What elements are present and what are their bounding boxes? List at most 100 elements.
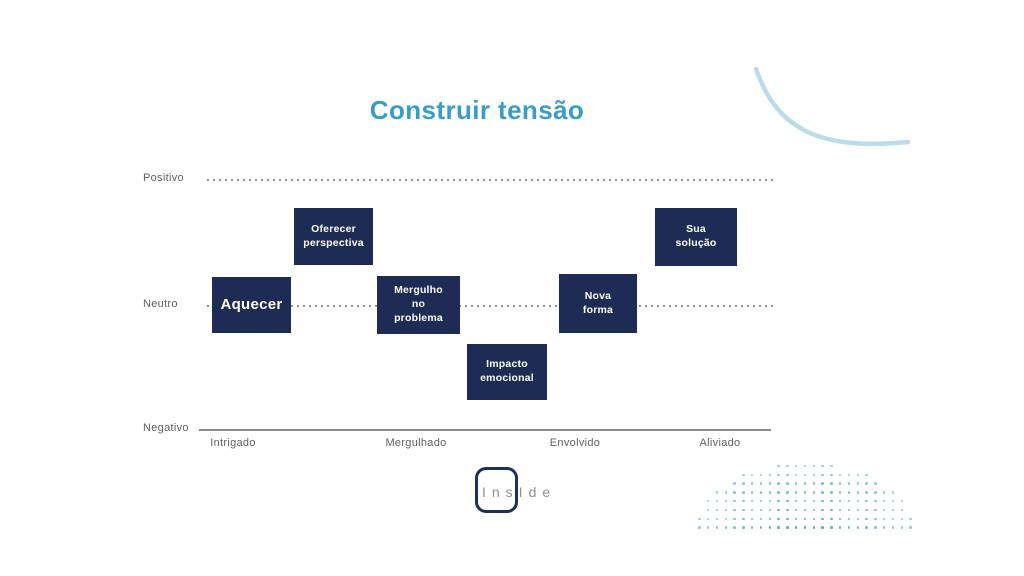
deco-dot	[847, 499, 851, 503]
deco-dot	[786, 473, 789, 477]
deco-dot	[830, 482, 833, 485]
deco-dot	[759, 508, 763, 512]
stage-label-line: Aquecer	[220, 296, 283, 314]
deco-dot	[847, 526, 851, 529]
deco-dot	[794, 508, 798, 512]
deco-dot	[821, 473, 824, 477]
deco-dot	[847, 473, 851, 477]
deco-dot	[812, 508, 816, 512]
deco-dot	[812, 499, 816, 503]
deco-dot	[768, 526, 772, 529]
x-axis-label-aliviado: Aliviado	[699, 437, 741, 449]
deco-dot	[742, 491, 745, 494]
deco-dot	[847, 482, 851, 485]
deco-dot	[882, 526, 886, 529]
deco-dot	[768, 473, 772, 477]
deco-dot	[742, 473, 745, 477]
deco-dot	[750, 491, 754, 494]
stage-label-line: Oferecer	[311, 222, 356, 235]
deco-dot	[698, 517, 701, 521]
deco-dot	[821, 499, 824, 503]
deco-dot	[759, 491, 763, 494]
deco-dot	[865, 482, 868, 485]
deco-dot	[803, 517, 807, 521]
deco-dot	[759, 482, 763, 485]
deco-dot	[812, 517, 816, 521]
deco-dot	[882, 499, 886, 503]
deco-dot	[750, 517, 754, 521]
deco-dot	[777, 464, 780, 468]
deco-dot	[786, 508, 789, 512]
deco-dot	[803, 464, 807, 468]
deco-dot	[812, 491, 816, 494]
deco-dot	[715, 491, 719, 494]
deco-dot	[821, 491, 824, 494]
deco-dot	[856, 499, 860, 503]
deco-dot	[882, 491, 886, 494]
deco-dot	[750, 508, 754, 512]
deco-dot	[777, 508, 780, 512]
deco-dot	[856, 508, 860, 512]
deco-dot	[777, 473, 780, 477]
deco-dot	[724, 526, 728, 529]
stage-label-line: Impacto	[486, 358, 528, 371]
deco-dot	[803, 491, 807, 494]
deco-dot	[786, 526, 789, 529]
deco-dot	[856, 517, 860, 521]
deco-dot	[891, 499, 895, 503]
x-axis-label-intrigado: Intrigado	[210, 437, 256, 449]
deco-dot	[750, 473, 754, 477]
deco-dot	[794, 473, 798, 477]
stage-label-line: perspectiva	[303, 236, 364, 249]
deco-dot	[724, 508, 728, 512]
deco-dot	[786, 482, 789, 485]
deco-dot	[794, 491, 798, 494]
x-axis-label-envolvido: Envolvido	[549, 437, 601, 449]
deco-dot	[874, 517, 877, 521]
deco-dot	[803, 508, 807, 512]
deco-dot	[794, 499, 798, 503]
deco-dot	[724, 517, 728, 521]
deco-dot	[742, 526, 745, 529]
positivo-line	[207, 179, 773, 181]
stage-label-line: forma	[582, 303, 614, 316]
deco-dot	[812, 482, 816, 485]
deco-dot	[821, 508, 824, 512]
deco-dot	[794, 482, 798, 485]
y-axis-label-negativo: Negativo	[143, 422, 189, 434]
deco-dot	[733, 482, 736, 485]
deco-dot	[715, 499, 719, 503]
deco-dot	[794, 464, 798, 468]
deco-dot	[891, 508, 895, 512]
deco-dot	[706, 508, 710, 512]
deco-dot	[830, 499, 833, 503]
deco-dot	[803, 499, 807, 503]
deco-dot	[768, 508, 772, 512]
deco-dot	[750, 482, 754, 485]
deco-dot	[856, 526, 860, 529]
deco-dot	[847, 508, 851, 512]
deco-dot	[759, 526, 763, 529]
deco-dot	[891, 526, 895, 529]
deco-dot	[794, 517, 798, 521]
deco-dot	[733, 499, 736, 503]
deco-dot	[830, 517, 833, 521]
deco-dot	[838, 482, 842, 485]
deco-dot	[803, 473, 807, 477]
deco-dot	[900, 499, 904, 503]
stage-label-line: Nova	[584, 289, 612, 302]
y-axis-label-neutro: Neutro	[143, 298, 178, 310]
deco-dot	[821, 482, 824, 485]
deco-dot	[874, 482, 877, 485]
deco-dot	[882, 517, 886, 521]
deco-dot	[865, 517, 868, 521]
deco-dot	[706, 526, 710, 529]
deco-dot	[847, 517, 851, 521]
deco-dot	[838, 499, 842, 503]
deco-dot	[759, 517, 763, 521]
deco-dot	[715, 508, 719, 512]
y-axis-label-positivo: Positivo	[143, 172, 184, 184]
